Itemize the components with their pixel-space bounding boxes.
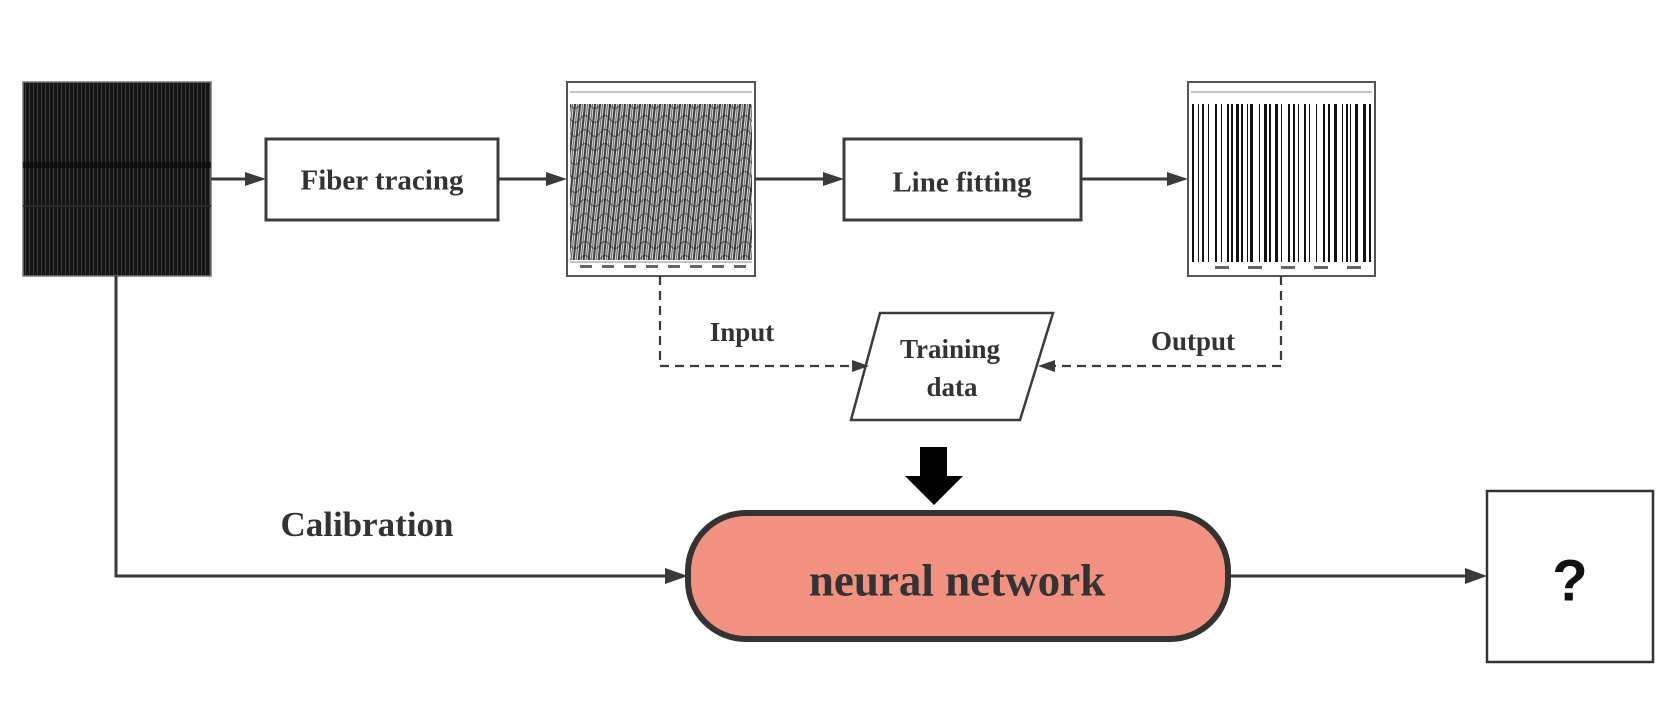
neural-network-node: neural network xyxy=(685,510,1231,642)
fitted-line xyxy=(1250,104,1253,262)
calibration-path xyxy=(114,276,670,578)
fiber-tracing-step: Fiber tracing xyxy=(264,137,500,222)
fitted-line xyxy=(1350,104,1351,262)
fitted-line xyxy=(1334,104,1337,262)
fitted-line xyxy=(1304,104,1306,262)
fitted-line xyxy=(1369,104,1371,262)
line-fitting-label: Line fitting xyxy=(892,167,1032,199)
fitted-line xyxy=(1281,104,1282,262)
output-edge-label: Output xyxy=(1151,326,1235,356)
fitted-line xyxy=(1264,104,1267,262)
fitted-line xyxy=(1208,104,1209,262)
question-mark: ? xyxy=(1552,548,1587,613)
fitted-line xyxy=(1316,104,1317,262)
fitted-line xyxy=(1293,104,1295,262)
fitted-line xyxy=(1275,104,1278,262)
fitted-line xyxy=(1342,104,1343,262)
fitted-line xyxy=(1247,104,1248,262)
output-dashed-path xyxy=(1052,276,1283,368)
fitted-line xyxy=(1202,104,1204,262)
neural-network-label: neural network xyxy=(809,555,1105,605)
fitted-line xyxy=(1309,104,1310,262)
fitted-line xyxy=(1363,104,1366,262)
fitted-lines-plot xyxy=(1187,81,1376,277)
fitted-line xyxy=(1259,104,1260,262)
dashed-arrows xyxy=(658,276,1283,372)
fitted-line xyxy=(1192,104,1194,262)
fitted-line xyxy=(1221,104,1222,262)
traced-spectra-plot xyxy=(566,81,756,277)
unknown-output-node: ? xyxy=(1485,489,1655,664)
fitted-line xyxy=(1346,104,1348,262)
fitted-line xyxy=(1328,104,1330,262)
fitted-line xyxy=(1236,104,1239,262)
input-dashed-path xyxy=(658,276,855,368)
fitted-line xyxy=(1323,104,1325,262)
training-data-label-line1: Training xyxy=(900,334,1001,364)
fitted-line xyxy=(1288,104,1290,262)
thick-down-arrow-icon xyxy=(905,447,963,505)
fitted-line xyxy=(1269,104,1271,262)
fitted-line xyxy=(1215,104,1217,262)
raw-spectrum-image xyxy=(22,81,212,277)
fiber-tracing-label: Fiber tracing xyxy=(301,165,464,197)
input-edge-label: Input xyxy=(710,317,775,347)
fitted-line xyxy=(1298,104,1299,262)
pipeline-arrows xyxy=(114,172,1487,584)
fitted-line xyxy=(1198,104,1199,262)
fitted-line xyxy=(1355,104,1358,262)
training-data-node: Training data xyxy=(849,311,1055,422)
calibration-edge-label: Calibration xyxy=(280,505,453,544)
fitted-line xyxy=(1241,104,1243,262)
line-fitting-step: Line fitting xyxy=(842,137,1083,222)
fitted-line xyxy=(1231,104,1233,262)
fitted-line xyxy=(1227,104,1229,262)
training-data-label-line2: data xyxy=(926,372,978,402)
